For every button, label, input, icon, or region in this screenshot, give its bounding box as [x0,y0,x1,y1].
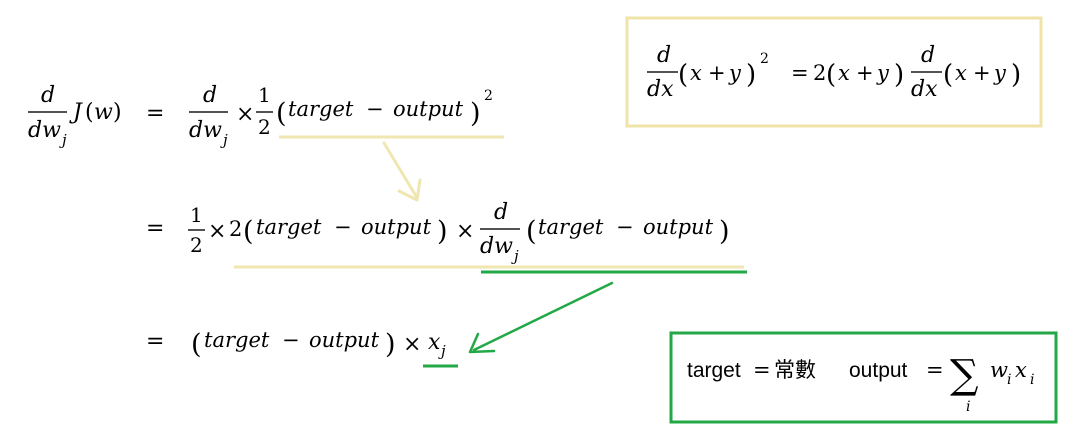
box-dx-denominator-2: dx [911,77,938,102]
note-target-word: target [687,359,741,382]
box-d-numerator-2: d [921,43,935,68]
line3-minus: − [282,328,300,352]
eq-sign-line1: = [146,101,164,126]
box-d-numerator: d [657,43,671,68]
lhs-open-paren: ( [85,100,94,125]
line1-d-numerator: d [203,83,217,108]
line3-times: × [403,332,421,357]
line2-j-subscript: j [511,247,519,265]
eq-sign-line2: = [146,216,164,241]
lhs-dw-denominator: dw [28,118,61,143]
line3-target: target [204,328,270,352]
box-x-2: x [838,61,850,85]
box-open-paren: ( [678,60,688,90]
line2-minus-2: − [616,215,634,239]
box-equals: = [791,61,809,85]
note-sigma: ∑ [950,352,979,398]
line2-half-den: 2 [190,233,203,257]
line2-expression: 1 2 × 2 ( target − output ) × d dw j ( t… [188,200,730,265]
line2-half-num: 1 [190,203,203,227]
note-box: target = 常數 output = ∑ i w i x i [669,331,1058,424]
box-y-3: y [993,61,1007,85]
line2-target-2: target [538,215,604,239]
line1-open-paren: ( [276,98,287,129]
note-sigma-index: i [966,399,970,415]
box-open-paren-3: ( [943,60,953,90]
line1-j-subscript: j [220,131,228,149]
lhs-d-numerator: d [41,83,55,108]
line1-target: target [288,97,354,121]
line3-expression: ( target − output ) × x j [191,328,446,360]
box-dx-denominator: dx [647,77,674,102]
box-plus-2: + [856,61,874,85]
note-w-subscript: i [1007,372,1011,388]
box-x-3: x [955,61,967,85]
line2-dw-denominator: dw [480,234,513,259]
line2-target: target [256,215,322,239]
box-close-paren-3: ) [1011,60,1021,90]
line2-two: 2 [229,217,242,241]
line2-output-2: output [643,215,714,239]
lhs-j-subscript: j [59,131,67,149]
line3-x: x [428,330,441,355]
line1-output: output [393,97,464,121]
note-equals-1: = [753,358,771,382]
line2-open-paren-2: ( [526,216,537,247]
box-close-paren: ) [746,60,756,90]
box-two: 2 [813,61,826,85]
note-x: x [1015,358,1027,382]
line2-close-paren: ) [437,216,448,247]
line1-exponent: 2 [484,88,493,104]
green-arrow [468,281,614,354]
line2-times-2: × [456,219,474,244]
line2-open-paren: ( [243,216,254,247]
line1-minus: − [366,97,384,121]
yellow-arrow [382,141,422,202]
box-x: x [690,61,702,85]
line1-expression: d dw j × 1 2 ( target − output ) 2 [189,83,493,149]
box-exponent: 2 [760,51,769,67]
lhs-J: J [69,100,83,125]
note-x-subscript: i [1030,372,1034,388]
box-open-paren-2: ( [826,60,836,90]
line1-half-den: 2 [258,115,271,139]
line1-dw-denominator: dw [189,118,222,143]
line3-j-subscript: j [438,342,446,360]
box-close-paren-2: ) [894,60,904,90]
eq-sign-line3: = [146,329,164,354]
line3-open-paren: ( [191,329,202,360]
line3-output: output [309,328,380,352]
line2-minus: − [334,215,352,239]
line2-close-paren-2: ) [719,216,730,247]
line2-output: output [361,215,432,239]
box-plus-3: + [973,61,991,85]
note-w: w [990,358,1008,382]
box-plus: + [708,61,726,85]
line2-d-numerator: d [494,200,508,225]
line2-times-1: × [208,219,226,244]
lhs-derivative: d dw j J ( w ) [28,83,122,149]
lhs-close-paren: ) [113,100,122,125]
note-constant: 常數 [774,358,816,382]
note-output-word: output [849,359,908,382]
chain-rule-box: d dx ( x + y ) 2 = 2 ( x + y ) d dx ( x … [625,16,1043,128]
line1-close-paren: ) [470,98,481,129]
lhs-w: w [94,100,113,125]
note-equals-2: = [926,358,944,382]
box-y-2: y [876,61,890,85]
line1-times: × [236,102,254,127]
line3-close-paren: ) [385,329,396,360]
box-y: y [728,61,742,85]
line1-half-num: 1 [258,83,271,107]
